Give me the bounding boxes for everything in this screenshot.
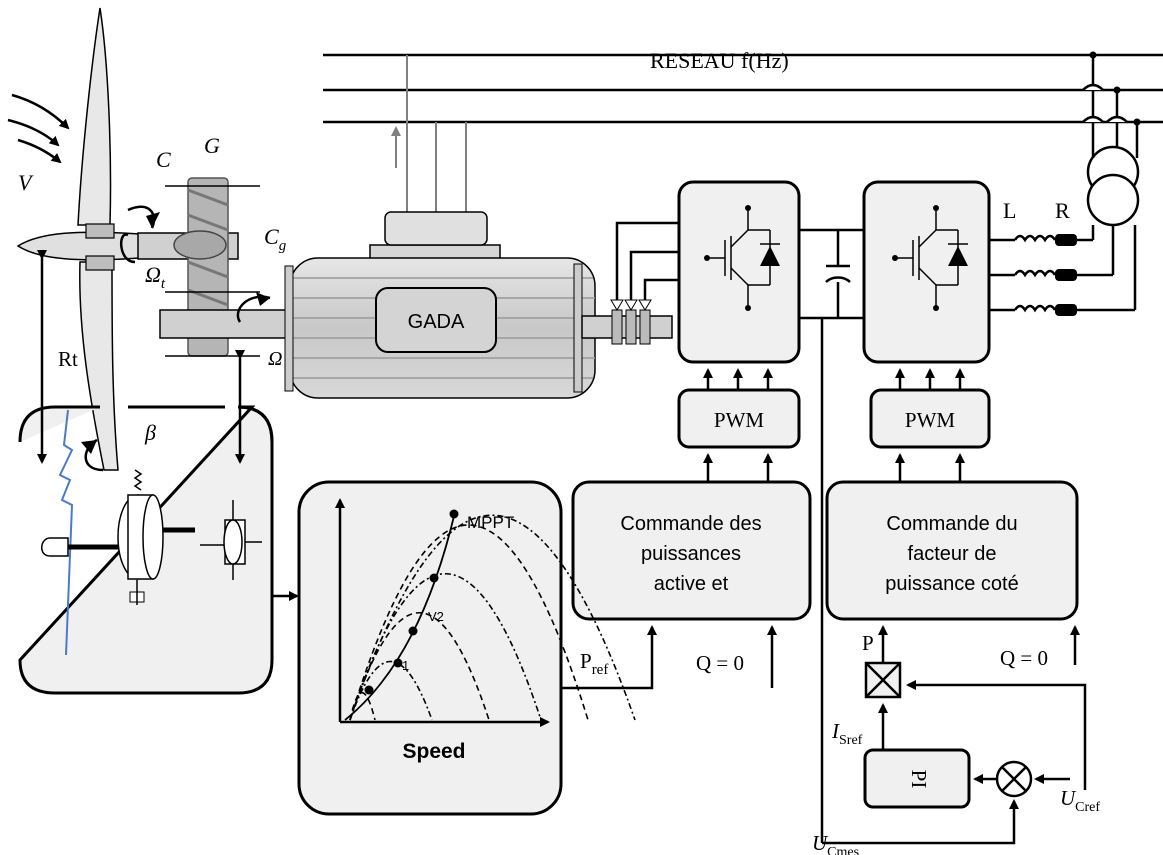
- inductor-label: L: [1003, 198, 1016, 223]
- mppt-curve-label: MPPT: [467, 513, 514, 532]
- q-grid-label: Q = 0: [1000, 646, 1048, 670]
- turbine-torque-label: C: [156, 147, 171, 172]
- grid-label: RESEAU f(Hz): [650, 48, 789, 73]
- ucmes-arrow: [822, 799, 1019, 845]
- ucref-label: UCref: [1060, 786, 1100, 815]
- pitch-blade-outline: [58, 409, 74, 656]
- grid-converter: [862, 180, 991, 364]
- mppt-operating-point: [429, 573, 439, 583]
- mppt-v2-label: V2: [428, 609, 444, 624]
- mppt-operating-point: [408, 626, 418, 636]
- pitch-label: β: [144, 420, 156, 445]
- power-factor-control-box: [825, 480, 1079, 621]
- power-factor-line-2: facteur de: [908, 543, 997, 565]
- mppt-power-curve: [349, 691, 376, 721]
- mppt-v1-label: 1: [402, 658, 409, 673]
- pitch-actuator: [41, 469, 262, 605]
- mppt-operating-point: [393, 658, 403, 668]
- q-rotor-label: Q = 0: [696, 651, 744, 675]
- dc-link: [799, 228, 864, 843]
- mppt-curves: [344, 509, 636, 721]
- power-control-box: [571, 480, 812, 621]
- wind-label: V: [18, 170, 34, 195]
- gen-torque-label: Cg: [264, 224, 287, 254]
- mppt-operating-point: [449, 509, 459, 519]
- gen-speed-label: Ω: [268, 348, 282, 370]
- pi-block: [863, 748, 971, 809]
- mppt-x-label: Speed: [402, 740, 465, 763]
- mppt-box: [297, 480, 563, 816]
- transformer: [1082, 51, 1141, 310]
- power-control-line-1: Commande des: [620, 513, 761, 535]
- mppt-power-curve: [349, 660, 433, 721]
- multiplier-feed: [906, 680, 1087, 790]
- output-filter: [989, 234, 1135, 316]
- generator-label: GADA: [408, 311, 465, 333]
- summing-junction: [995, 760, 1033, 798]
- rotor-converter: [677, 180, 801, 364]
- power-factor-line-3: puissance coté: [885, 573, 1018, 595]
- power-factor-line-1: Commande du: [886, 513, 1017, 535]
- radius-label: Rt: [58, 347, 78, 371]
- wind-arrows: [7, 93, 70, 164]
- multiplier-block: [864, 661, 902, 699]
- mppt-operating-point: [364, 685, 374, 695]
- pwm-arrows: [703, 368, 965, 482]
- gearbox-label: G: [204, 133, 220, 158]
- pi-label: PI: [907, 770, 931, 789]
- pref-arrow: [561, 625, 657, 690]
- power-control-line-3: active et: [654, 573, 729, 595]
- rotor-wires: [615, 221, 680, 300]
- grid-bus: [323, 53, 1163, 124]
- pwm-grid-label: PWM: [905, 408, 956, 432]
- isref-label: ISref: [831, 719, 863, 748]
- ucmes-label: UCmes: [812, 831, 859, 855]
- mppt-locus: [344, 511, 456, 721]
- p-label: P: [862, 631, 874, 655]
- generator: [284, 211, 673, 399]
- resistor-label: R: [1055, 198, 1070, 223]
- pwm-rotor-label: PWM: [714, 408, 765, 432]
- turbine-speed-label: Ωt: [145, 262, 166, 292]
- power-control-line-2: puissances: [641, 543, 741, 565]
- pref-label: Pref: [580, 649, 608, 678]
- gearbox: [159, 177, 291, 357]
- stator-connection: [406, 55, 467, 212]
